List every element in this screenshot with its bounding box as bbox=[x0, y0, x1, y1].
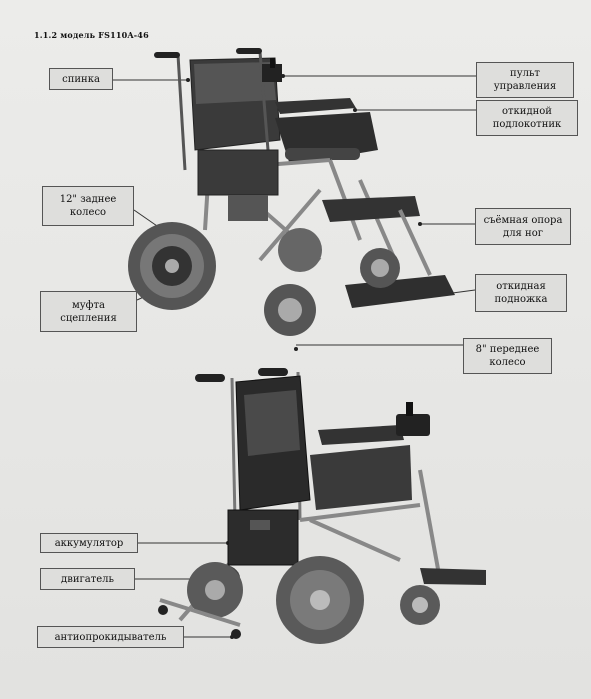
label-motor: двигатель bbox=[40, 568, 135, 590]
page-heading: 1.1.2 модель FS110A-46 bbox=[34, 30, 149, 40]
label-backrest: спинка bbox=[49, 68, 113, 90]
wheelchair-top-drawing bbox=[128, 48, 455, 336]
wheelchair-bottom-drawing bbox=[158, 368, 486, 644]
label-battery: аккумулятор bbox=[40, 533, 138, 553]
label-anti-tipper: антиопрокидыватель bbox=[37, 626, 184, 648]
leader-line-rear-wheel bbox=[133, 209, 161, 229]
